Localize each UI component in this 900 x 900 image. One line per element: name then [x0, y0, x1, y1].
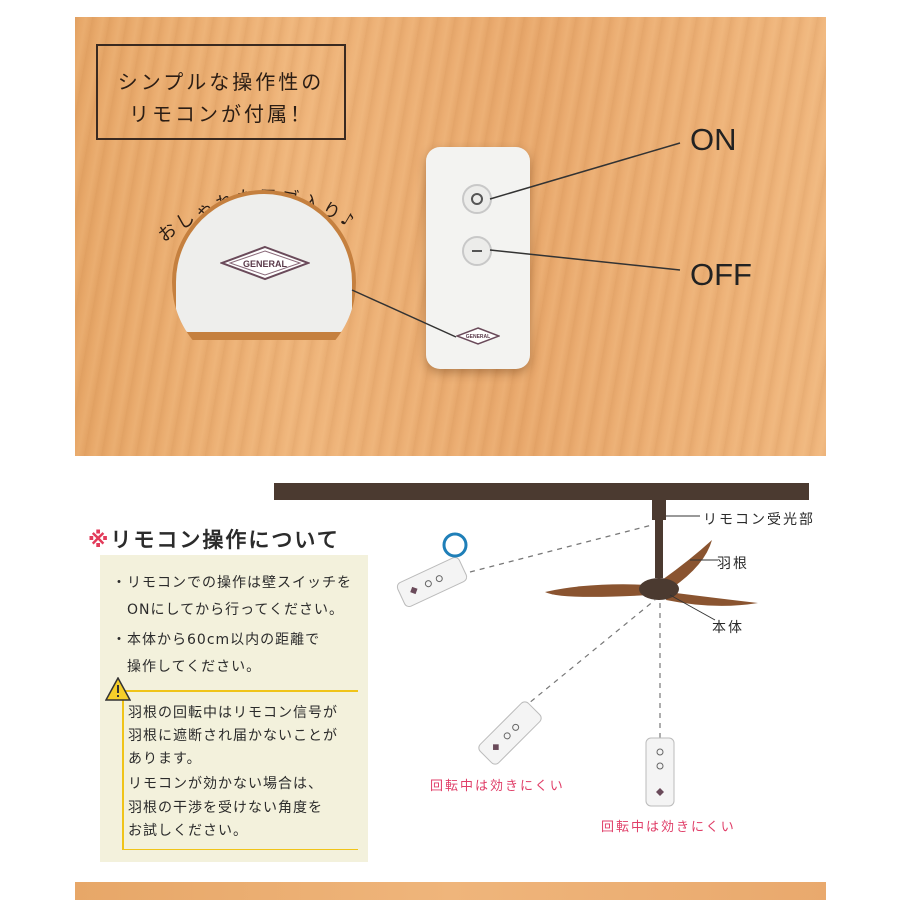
remote-ok: [396, 556, 468, 608]
blade-right-top: [662, 540, 712, 588]
fan-diagram: [396, 500, 758, 807]
fan-rod: [655, 520, 663, 578]
warning-line-5: 羽根の干渉を受けない角度を: [128, 800, 323, 816]
heading-mark: ※: [88, 528, 111, 552]
warning-line-6: お試しください。: [128, 823, 248, 839]
notes-panel: [100, 555, 368, 862]
note-line-4: 操作してください。: [127, 659, 262, 675]
fan-body: [639, 578, 679, 600]
note-line-1: ・リモコンでの操作は壁スイッチを: [112, 575, 352, 591]
warning-box: [122, 690, 358, 850]
blade-right: [666, 592, 758, 606]
section-heading: ※リモコン操作について: [88, 524, 340, 554]
callout-lines: [351, 142, 681, 338]
hard-to-work-label-1: 回転中は効きにくい: [430, 779, 565, 794]
ceiling-bar: [274, 483, 809, 500]
heading-text: リモコン操作について: [110, 528, 340, 552]
power-ring-icon: [471, 193, 483, 205]
headline-line-1: シンプルな操作性の: [117, 70, 325, 94]
wood-bottom-strip: [75, 882, 826, 900]
blade-label: 羽根: [717, 556, 749, 572]
headline-box: シンプルな操作性の リモコンが付属！: [96, 44, 346, 140]
warning-line-2: 羽根に遮断され届かないことが: [128, 728, 338, 744]
blade-left: [545, 584, 650, 597]
remote-below: [645, 737, 675, 807]
warning-icon: [105, 677, 131, 701]
note-line-3: ・本体から60cm以内の距離で: [112, 632, 321, 648]
off-button[interactable]: [462, 236, 492, 266]
note-line-2: ONにしてから行ってください。: [127, 602, 344, 618]
general-logo-small: GENERAL: [456, 327, 500, 345]
ok-circle-icon: [442, 532, 468, 558]
body-label: 本体: [712, 620, 744, 636]
on-label: ON: [690, 122, 737, 157]
logo-zoom-view: GENERAL: [172, 190, 356, 340]
logo-text: GENERAL: [243, 259, 288, 269]
receiver: [652, 500, 666, 520]
general-logo-large: GENERAL: [220, 245, 310, 281]
remote-angled: [478, 701, 542, 765]
warning-line-1: 羽根の回転中はリモコン信号が: [128, 705, 338, 721]
warning-line-4: リモコンが効かない場合は、: [128, 776, 323, 792]
receiver-label: リモコン受光部: [703, 512, 815, 528]
warning-line-3: あります。: [128, 751, 202, 767]
on-button[interactable]: [462, 184, 492, 214]
minus-icon: [472, 250, 482, 252]
hard-to-work-label-2: 回転中は効きにくい: [601, 820, 736, 835]
headline-line-2: リモコンが付属！: [129, 102, 313, 126]
off-label: OFF: [690, 257, 752, 292]
svg-text:GENERAL: GENERAL: [466, 334, 490, 340]
